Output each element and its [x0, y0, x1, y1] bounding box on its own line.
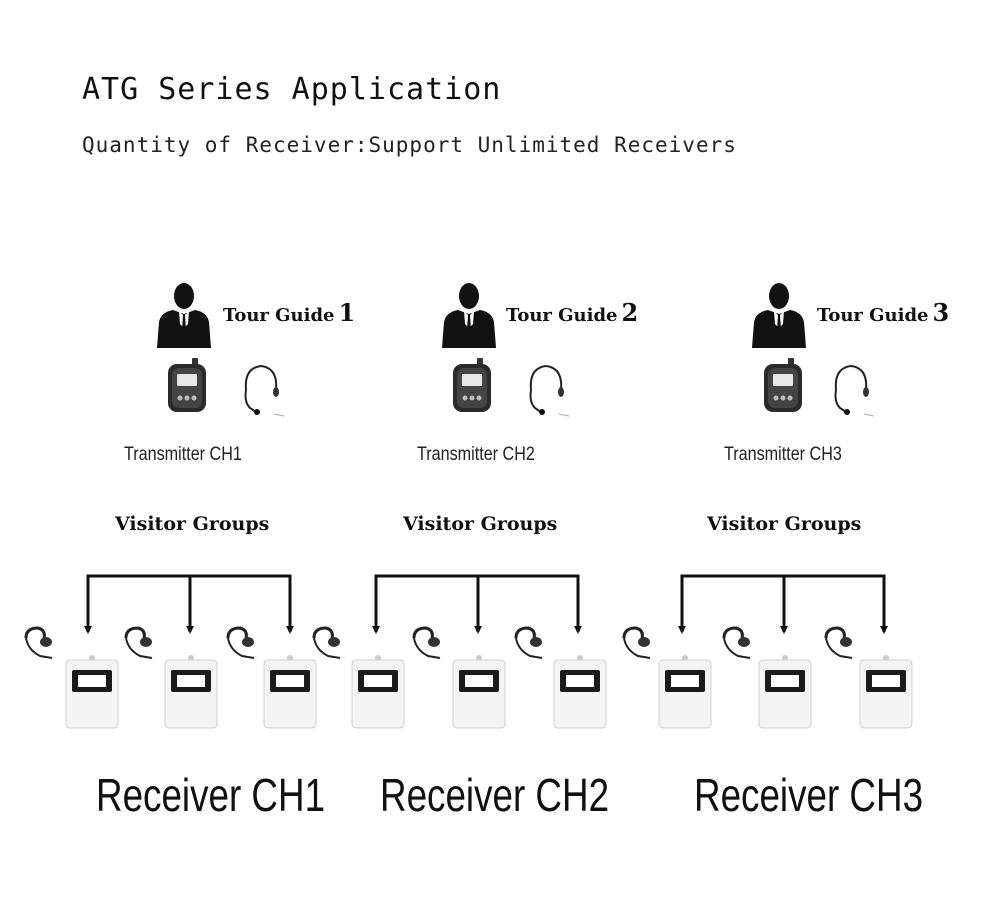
receiver-1-label: Receiver CH1: [96, 769, 326, 821]
receiver-3-label: Receiver CH3: [694, 769, 924, 821]
earphone-3b-icon: [722, 626, 751, 659]
distribution-bracket-2: [372, 574, 582, 634]
earphone-3a-icon: [622, 626, 651, 659]
transmitter-3-label: Transmitter CH3: [724, 444, 842, 465]
transmitter-1-label: Transmitter CH1: [124, 444, 242, 465]
receiver-2b-icon: [452, 655, 506, 729]
earphone-3c-icon: [824, 626, 853, 659]
page-subtitle: Quantity of Receiver:Support Unlimited R…: [82, 133, 737, 157]
earphone-1c-icon: [226, 626, 255, 659]
tour-guide-1-person-icon: [157, 283, 211, 348]
receiver-3b-icon: [758, 655, 812, 729]
earphone-1b-icon: [124, 626, 153, 659]
receiver-3a-icon: [658, 655, 712, 729]
receiver-2c-icon: [553, 655, 607, 729]
distribution-bracket-1: [84, 574, 294, 634]
headset-microphone-3-icon: [834, 364, 875, 417]
headset-microphone-1-icon: [244, 364, 285, 417]
receiver-1a-icon: [65, 655, 119, 729]
receiver-2-label: Receiver CH2: [380, 769, 610, 821]
earphone-2c-icon: [514, 626, 543, 659]
earphone-2b-icon: [412, 626, 441, 659]
visitor-groups-1-label: Visitor Groups: [115, 513, 270, 535]
visitor-groups-2-label: Visitor Groups: [403, 513, 558, 535]
visitor-groups-3-label: Visitor Groups: [707, 513, 862, 535]
earphone-1a-icon: [24, 626, 53, 659]
transmitter-2-label: Transmitter CH2: [417, 444, 535, 465]
earphone-2a-icon: [312, 626, 341, 659]
tour-guide-2-person-icon: [442, 283, 496, 348]
transmitter-1-icon: [168, 358, 206, 412]
tour-guide-3-person-icon: [752, 283, 806, 348]
receiver-1c-icon: [263, 655, 317, 729]
receiver-1b-icon: [164, 655, 218, 729]
receiver-2a-icon: [351, 655, 405, 729]
receiver-3c-icon: [859, 655, 913, 729]
headset-microphone-2-icon: [529, 364, 570, 417]
distribution-bracket-3: [678, 574, 888, 634]
transmitter-3-icon: [764, 358, 802, 412]
transmitter-2-icon: [453, 358, 491, 412]
page-title: ATG Series Application: [82, 72, 502, 107]
